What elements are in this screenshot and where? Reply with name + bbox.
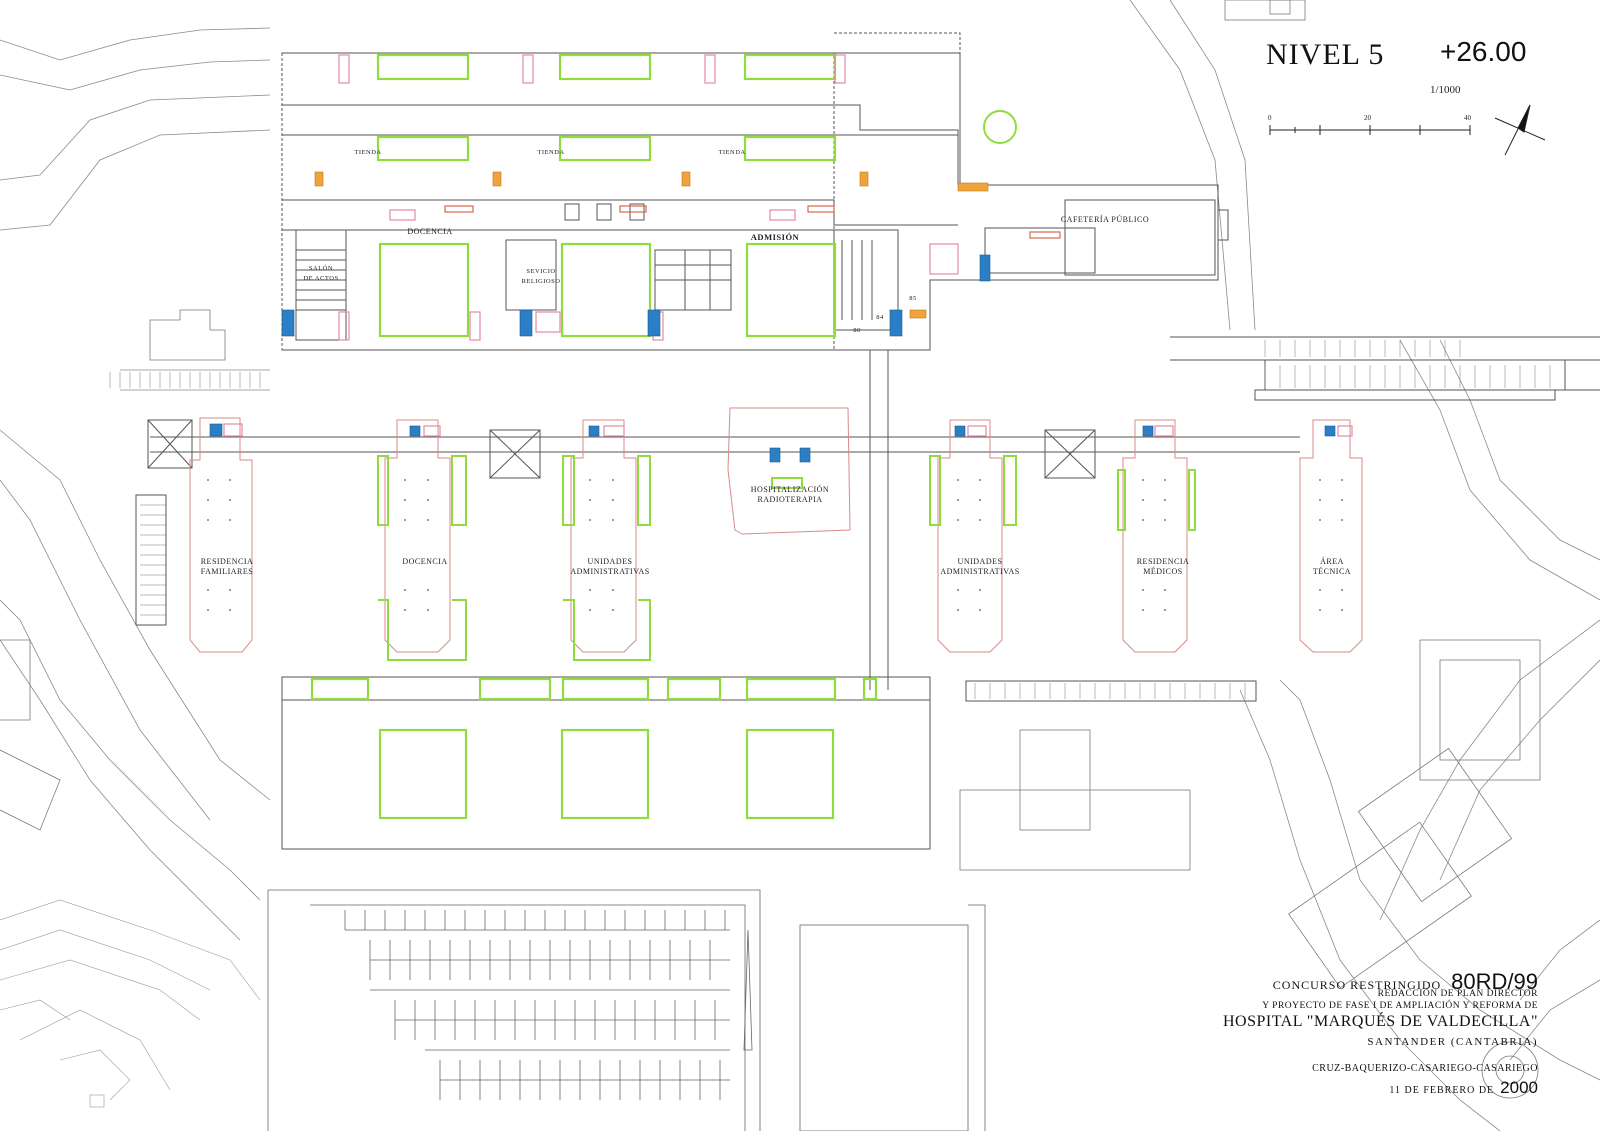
- pavilion-gardens: [377, 455, 1196, 661]
- date-line: 11 DE FEBRERO DE 2000: [1389, 1078, 1538, 1098]
- context-lower-left-hatching: [0, 899, 261, 1108]
- fixtures-red: [444, 205, 1061, 239]
- date-year: 2000: [1500, 1078, 1538, 1097]
- competition-name: CONCURSO RESTRINGIDO: [1272, 978, 1442, 992]
- hospital-name: HOSPITAL "MARQUÉS DE VALDECILLA": [1222, 1013, 1538, 1030]
- level-title: NIVEL 5: [1266, 38, 1385, 71]
- room-label-tienda-3: TIENDA: [718, 149, 746, 156]
- north-arrow-icon: [1494, 104, 1546, 156]
- scale-tick-40: 40: [1464, 114, 1471, 122]
- corridor: [135, 336, 1600, 702]
- pavilion-blue: [209, 423, 1336, 463]
- competition-code: 80RD/99: [1451, 969, 1538, 994]
- scale-bar: [1269, 125, 1471, 135]
- room-label-salon-de-actos: SALÓN DE ACTOS: [303, 265, 339, 282]
- fixtures-orange: [314, 171, 989, 319]
- fixtures-pink: [338, 54, 959, 341]
- context-buildings: [0, 0, 1541, 1099]
- location: SANTANDER (CANTABRIA): [1367, 1036, 1538, 1048]
- room-label-cafeteria: CAFETERÍA PÚBLICO: [1060, 215, 1150, 224]
- scale-tick-0: 0: [1268, 114, 1272, 122]
- project-description-1: REDACCIÓN DE PLAN DIRECTOR: [1377, 989, 1538, 999]
- pavilion-pink: [223, 423, 1353, 437]
- block-label-unidades-administrativas-2: UNIDADES ADMINISTRATIVAS: [940, 557, 1020, 576]
- courtyards: [376, 53, 837, 338]
- scale-tick-20: 20: [1364, 114, 1371, 122]
- competition-title: CONCURSO RESTRINGIDO 80RD/99: [1273, 969, 1538, 995]
- room-number-85: 85: [909, 295, 917, 302]
- room-label-tienda-2: TIENDA: [537, 149, 565, 156]
- room-number-84: 84: [876, 314, 884, 321]
- room-label-admision: ADMISIÓN: [750, 232, 800, 242]
- hatching: [109, 340, 1551, 699]
- project-description-2: Y PROYECTO DE FASE I DE AMPLIACIÓN Y REF…: [1262, 1001, 1538, 1011]
- block-label-residencia-familiares: RESIDENCIA FAMILIARES: [200, 557, 254, 576]
- lower-courtyards: [310, 677, 878, 820]
- block-label-docencia: DOCENCIA: [402, 557, 448, 566]
- block-label-residencia-medicos: RESIDENCIA MÉDICOS: [1136, 557, 1190, 576]
- parking: [267, 889, 986, 1131]
- elevation-value: +26.00: [1440, 36, 1527, 67]
- elevators-blue: [281, 254, 991, 337]
- pavilions: [189, 407, 1363, 653]
- authors: CRUZ-BAQUERIZO-CASARIEGO-CASARIEGO: [1312, 1063, 1538, 1074]
- block-label-area-tecnica: ÁREA TÉCNICA: [1312, 557, 1352, 576]
- main-building: [281, 32, 1229, 690]
- room-label-tienda-1: TIENDA: [354, 149, 382, 156]
- columns: [207, 479, 1343, 611]
- room-label-docencia-top: DOCENCIA: [407, 227, 453, 236]
- block-label-hospitalizacion-radioterapia: HOSPITALIZACIÓN RADIOTERAPIA: [750, 485, 830, 504]
- block-label-unidades-administrativas-1: UNIDADES ADMINISTRATIVAS: [570, 557, 650, 576]
- room-number-80: 80: [853, 327, 861, 334]
- scale-ratio: 1/1000: [1430, 84, 1461, 96]
- date-text: 11 DE FEBRERO DE: [1389, 1085, 1495, 1096]
- room-label-servicio-religioso: SEVICIO RELIGIOSO: [521, 268, 561, 285]
